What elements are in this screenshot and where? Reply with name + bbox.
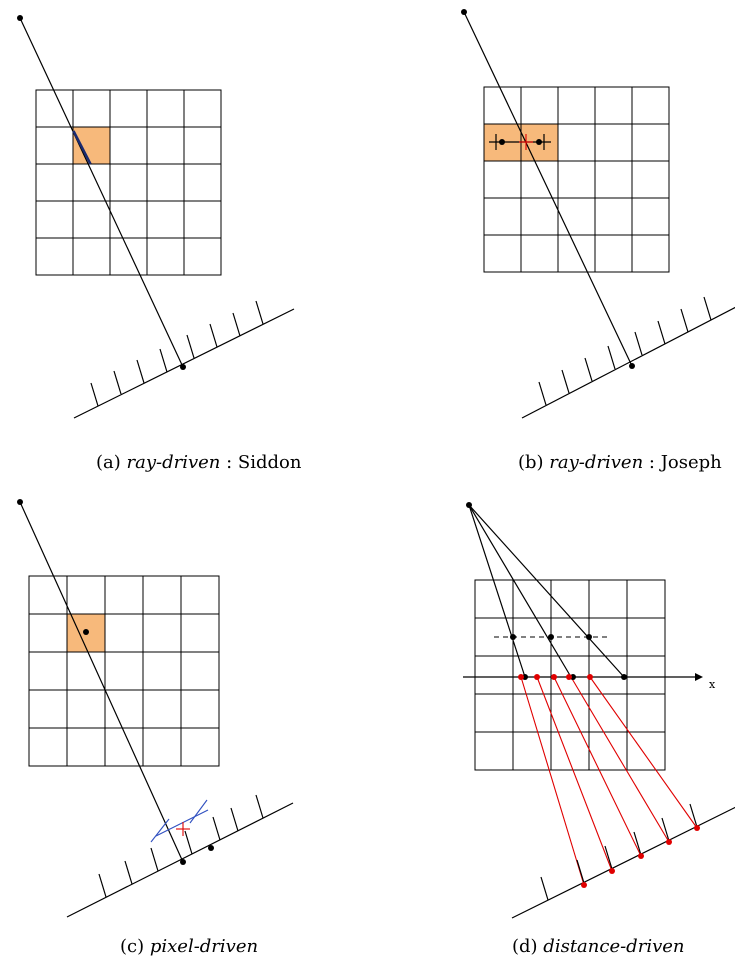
source-point [461, 9, 467, 15]
highlighted-pixel [72, 126, 111, 165]
axis-point-red-3 [551, 674, 557, 680]
source-point [17, 15, 23, 21]
detector-ticks [98, 794, 264, 898]
ray [19, 501, 184, 863]
panel-d: x [463, 502, 735, 957]
detector-point [629, 363, 635, 369]
detector-line [66, 802, 294, 918]
detector-point-3 [638, 853, 644, 859]
projected-center-mark [176, 822, 190, 836]
pixel-projection-span [155, 809, 209, 837]
pixel-center-3 [586, 634, 592, 640]
panel-a: (a) ray-driven : Siddon [17, 15, 302, 473]
detector-point-5 [694, 825, 700, 831]
x-axis-arrow [695, 673, 703, 681]
axis-point-red-4 [566, 674, 572, 680]
caption-b: (b) ray-driven : Joseph [518, 452, 722, 473]
detector-point-4 [666, 839, 672, 845]
pixel-center-1 [510, 634, 516, 640]
image-grid [474, 579, 666, 771]
panel-c: (c) pixel-driven [17, 499, 294, 957]
detector-line [521, 306, 735, 419]
detector-point-2 [208, 845, 214, 851]
ray-segment-in-pixel [72, 130, 92, 165]
detector-mapping-lines [520, 676, 698, 886]
detector-point-1 [581, 882, 587, 888]
image-grid [28, 575, 220, 767]
pixel-boundary-right [189, 799, 208, 824]
pixel-center-2 [548, 634, 554, 640]
detector-ticks [538, 296, 712, 406]
axis-point-red-1 [518, 674, 524, 680]
axis-point-red-5 [587, 674, 593, 680]
panel-b: (b) ray-driven : Joseph [461, 9, 735, 473]
axis-point-black-3 [621, 674, 627, 680]
detector-point [180, 364, 186, 370]
pixel-center [83, 629, 89, 635]
ray [19, 17, 184, 368]
pixel-boundary-left [150, 818, 170, 843]
image-grid [35, 89, 222, 276]
detector-ticks [540, 803, 698, 901]
source-point [17, 499, 23, 505]
intersection-mark [519, 134, 533, 150]
detector-line [73, 308, 295, 419]
caption-c: (c) pixel-driven [120, 936, 258, 957]
detector-ticks [90, 300, 264, 407]
ray [463, 11, 633, 367]
detector-point-2 [609, 868, 615, 874]
detector-point [180, 859, 186, 865]
image-grid [483, 86, 670, 273]
x-axis-label: x [709, 678, 716, 691]
caption-d: (d) distance-driven [512, 936, 684, 957]
source-rays [468, 504, 625, 678]
neighbor-center-right [536, 139, 542, 145]
detector-line [511, 806, 735, 919]
source-point [466, 502, 472, 508]
neighbor-center-left [499, 139, 505, 145]
axis-point-red-2 [534, 674, 540, 680]
caption-a: (a) ray-driven : Siddon [96, 452, 302, 473]
